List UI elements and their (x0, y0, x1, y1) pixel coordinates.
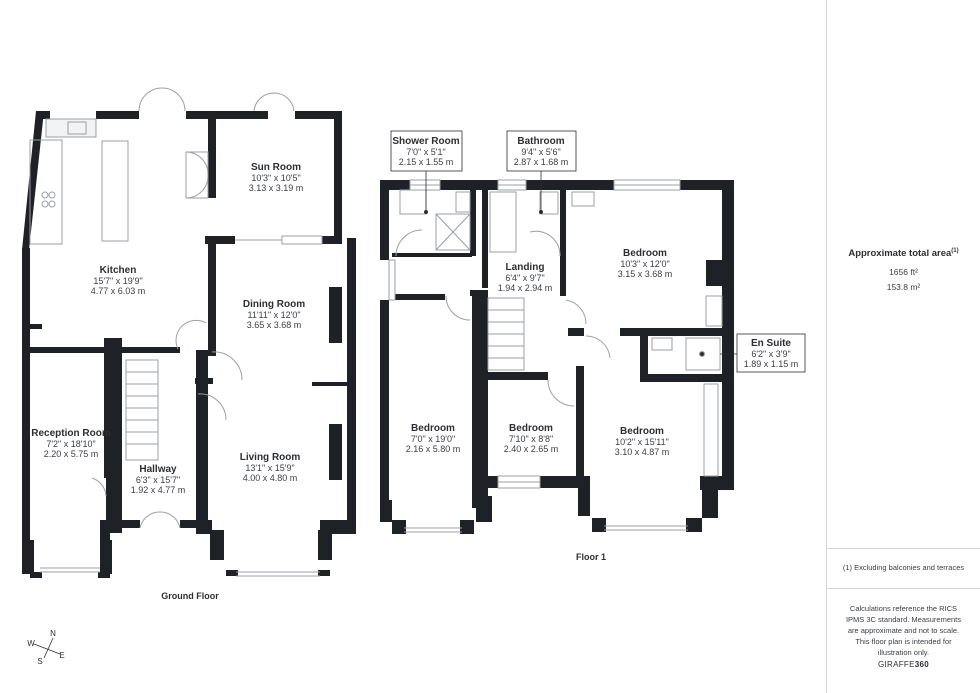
area-sidebar: Approximate total area(1) 1656 ft² 153.8… (826, 0, 980, 693)
en-suite-name: En Suite (751, 338, 791, 349)
reception-room-name: Reception Room (31, 428, 111, 439)
sun-room-metric: 3.13 x 3.19 m (249, 183, 304, 193)
total-area-ft: 1656 ft² (889, 267, 918, 278)
bathroom-imperial: 9'4" x 5'6" (521, 147, 560, 157)
bathroom-name: Bathroom (517, 136, 564, 147)
total-area-footnote-marker: (1) (951, 248, 959, 254)
total-area-block: Approximate total area(1) 1656 ft² 153.8… (827, 248, 980, 292)
disclaimer-text: Calculations reference the RICS IPMS 3C … (845, 604, 962, 657)
floor-plan-drawing: Sun Room 10'3" x 10'5" 3.13 x 3.19 m Kit… (22, 87, 806, 666)
shower-room-callout: Shower Room 7'0" x 5'1" 2.15 x 1.55 m (390, 130, 463, 214)
compass-east: E (59, 651, 64, 660)
landing-name: Landing (506, 262, 545, 273)
hallway-imperial: 6'3" x 15'7" (136, 475, 180, 485)
bedroom-rear-metric: 3.15 x 3.68 m (618, 269, 673, 279)
brand-block: GIRAFFE360 (827, 660, 980, 669)
bedroom-right-name: Bedroom (620, 426, 664, 437)
en-suite-metric: 1.89 x 1.15 m (744, 359, 799, 369)
bathroom-metric: 2.87 x 1.68 m (514, 157, 569, 167)
en-suite-callout: En Suite 6'2" x 3'9" 1.89 x 1.15 m (700, 333, 806, 373)
dining-room-name: Dining Room (243, 299, 305, 310)
shower-room-imperial: 7'0" x 5'1" (406, 147, 445, 157)
bedroom-right-metric: 3.10 x 4.87 m (615, 447, 670, 457)
bedroom-left-name: Bedroom (411, 423, 455, 434)
bedroom-rear-imperial: 10'3" x 12'0" (620, 259, 669, 269)
living-room-name: Living Room (240, 452, 301, 463)
first-floor-fittings (388, 179, 723, 533)
brand-prefix: GIRAFFE (877, 660, 915, 669)
hallway-metric: 1.92 x 4.77 m (131, 485, 186, 495)
compass-south: S (37, 657, 42, 666)
dining-room-metric: 3.65 x 3.68 m (247, 320, 302, 330)
exclusion-note: (1) Excluding balconies and terraces (842, 563, 965, 572)
sidebar-divider-top (827, 548, 980, 549)
reception-room-metric: 2.20 x 5.75 m (44, 449, 99, 459)
bedroom-mid-metric: 2.40 x 2.65 m (504, 444, 559, 454)
compass-rose: N W S E (27, 629, 64, 666)
ground-floor-plan: Sun Room 10'3" x 10'5" 3.13 x 3.19 m Kit… (22, 87, 356, 601)
living-room-imperial: 13'1" x 15'9" (245, 463, 294, 473)
living-room-metric: 4.00 x 4.80 m (243, 473, 298, 483)
compass-north: N (50, 629, 56, 638)
total-area-title: Approximate total area(1) (827, 248, 980, 259)
hallway-name: Hallway (139, 464, 177, 475)
bedroom-right-imperial: 10'2" x 15'11" (615, 437, 669, 447)
bathroom-callout: Bathroom 9'4" x 5'6" 2.87 x 1.68 m (506, 130, 577, 214)
brand-logo: GIRAFFE360 (827, 660, 980, 669)
landing-metric: 1.94 x 2.94 m (498, 283, 553, 293)
first-floor-walls (380, 180, 734, 534)
dining-room-imperial: 11'11" x 12'0" (247, 310, 300, 320)
kitchen-metric: 4.77 x 6.03 m (91, 286, 146, 296)
bedroom-mid-name: Bedroom (509, 423, 553, 434)
disclaimer-block: Calculations reference the RICS IPMS 3C … (827, 603, 980, 658)
ground-floor-label: Ground Floor (161, 591, 219, 601)
total-area-m: 153.8 m² (886, 282, 921, 293)
first-floor-label: Floor 1 (576, 552, 606, 562)
kitchen-imperial: 15'7" x 19'9" (93, 276, 142, 286)
bedroom-left-imperial: 7'0" x 19'0" (411, 434, 455, 444)
sun-room-name: Sun Room (251, 162, 301, 173)
landing-imperial: 6'4" x 9'7" (505, 273, 544, 283)
ground-floor-walls (22, 111, 356, 578)
first-floor-plan: Shower Room 7'0" x 5'1" 2.15 x 1.55 m Ba… (380, 130, 806, 562)
compass-west: W (27, 639, 35, 648)
en-suite-imperial: 6'2" x 3'9" (751, 349, 790, 359)
shower-room-name: Shower Room (392, 136, 459, 147)
total-area-title-text: Approximate total area (848, 248, 952, 260)
bedroom-rear-name: Bedroom (623, 248, 667, 259)
sidebar-divider-bottom (827, 588, 980, 589)
reception-room-imperial: 7'2" x 18'10" (46, 439, 95, 449)
floor-plan: Sun Room 10'3" x 10'5" 3.13 x 3.19 m Kit… (22, 87, 806, 666)
sun-room-imperial: 10'3" x 10'5" (251, 173, 300, 183)
bedroom-left-metric: 2.16 x 5.80 m (406, 444, 461, 454)
ground-floor-fittings (29, 87, 323, 577)
exclusion-note-block: (1) Excluding balconies and terraces (827, 563, 980, 572)
shower-room-metric: 2.15 x 1.55 m (399, 157, 454, 167)
brand-suffix: 360 (914, 660, 930, 669)
kitchen-name: Kitchen (100, 265, 137, 276)
bedroom-mid-imperial: 7'10" x 8'8" (509, 434, 553, 444)
